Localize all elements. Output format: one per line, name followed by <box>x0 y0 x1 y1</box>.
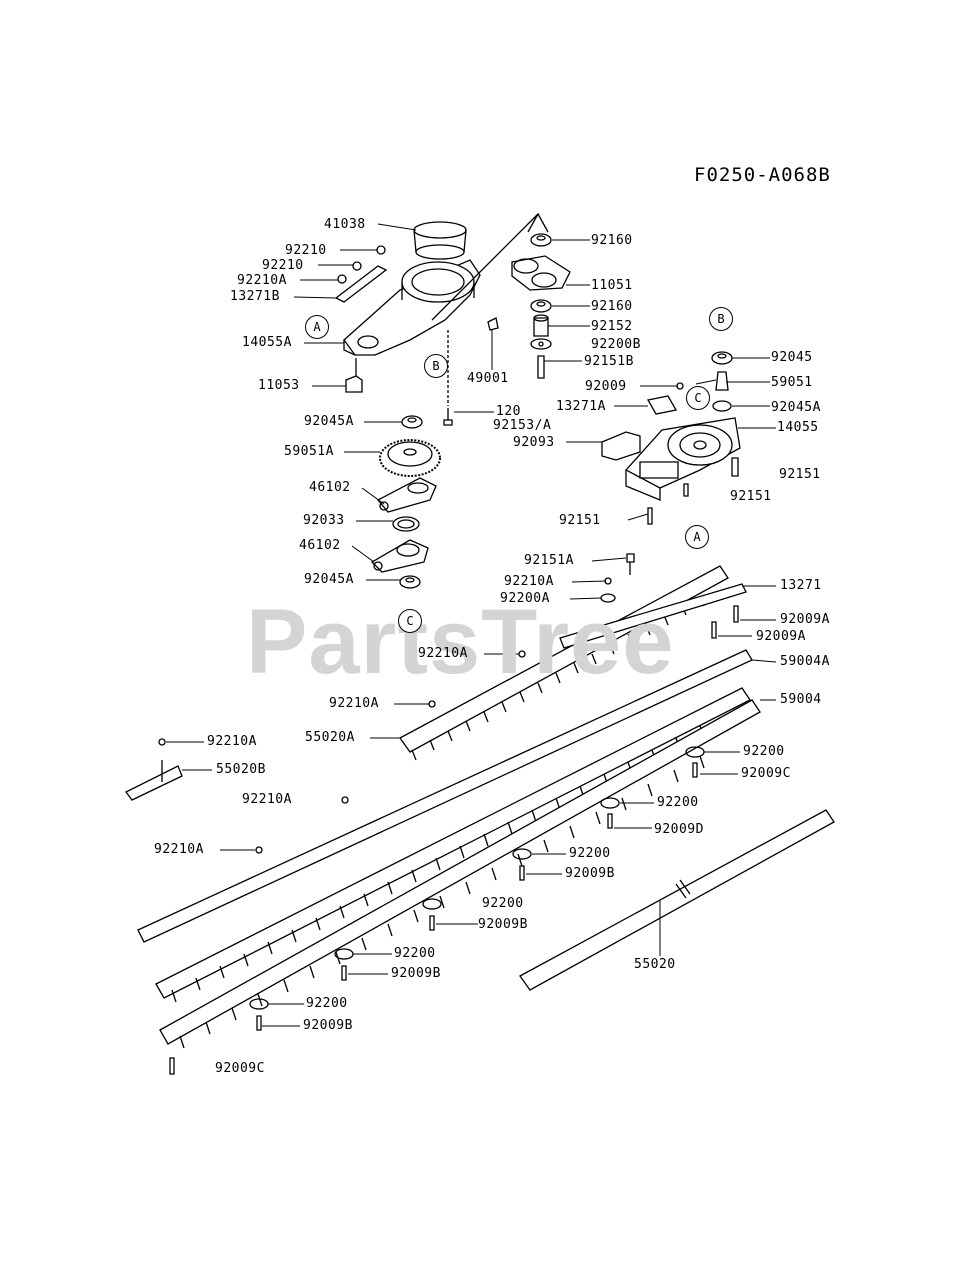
label-92160-1: 92160 <box>591 233 633 248</box>
label-92210A-1: 92210A <box>237 273 287 288</box>
label-11051: 11051 <box>591 278 633 293</box>
plate-13271B <box>334 265 388 303</box>
gear-59051A <box>379 439 441 477</box>
label-92210A-7: 92210A <box>154 842 204 857</box>
label-92200A: 92200A <box>500 591 550 606</box>
label-92151A: 92151A <box>524 553 574 568</box>
label-92160-2: 92160 <box>591 299 633 314</box>
label-92151-m: 92151 <box>559 513 601 528</box>
label-92151-r: 92151 <box>779 467 821 482</box>
cup-41038 <box>413 221 467 260</box>
label-92210A-5: 92210A <box>207 734 257 749</box>
blade-59004 <box>159 699 761 1049</box>
label-92151-r2: 92151 <box>730 489 772 504</box>
housing-11051 <box>511 255 571 291</box>
arm-46102-1 <box>376 477 437 513</box>
ref-a-circle: A <box>305 315 329 339</box>
label-14055: 14055 <box>777 420 819 435</box>
label-92033: 92033 <box>303 513 345 528</box>
label-92045A-2: 92045A <box>304 572 354 587</box>
label-92009A-1: 92009A <box>780 612 830 627</box>
label-92210A-3: 92210A <box>418 646 468 661</box>
label-13271: 13271 <box>780 578 822 593</box>
watermark: PartsTree <box>246 591 675 693</box>
label-92200-4: 92200 <box>482 896 524 911</box>
label-92152: 92152 <box>591 319 633 334</box>
label-92045A-r: 92045A <box>771 400 821 415</box>
label-46102-1: 46102 <box>309 480 351 495</box>
label-46102-2: 46102 <box>299 538 341 553</box>
label-59004A: 59004A <box>780 654 830 669</box>
ref-c-circle: C <box>686 386 710 410</box>
label-55020B: 55020B <box>216 762 266 777</box>
label-92009C-1: 92009C <box>741 766 791 781</box>
cover-55020 <box>519 809 835 991</box>
label-11053: 11053 <box>258 378 300 393</box>
label-92009C-2: 92009C <box>215 1061 265 1076</box>
label-92210-1: 92210 <box>285 243 327 258</box>
bracket-55020B <box>125 765 183 801</box>
label-92200-5: 92200 <box>394 946 436 961</box>
diagram-code: F0250-A068B <box>694 164 831 186</box>
label-41038: 41038 <box>324 217 366 232</box>
label-59051A: 59051A <box>284 444 334 459</box>
label-92210A-6: 92210A <box>242 792 292 807</box>
label-92200-2: 92200 <box>657 795 699 810</box>
ref-b-circle-2: B <box>709 307 733 331</box>
label-92045: 92045 <box>771 350 813 365</box>
label-55020A: 55020A <box>305 730 355 745</box>
clip-11053 <box>345 375 363 393</box>
label-92151B: 92151B <box>584 354 634 369</box>
label-92009B-4: 92009B <box>303 1018 353 1033</box>
label-92009B-2: 92009B <box>478 917 528 932</box>
label-92210-2: 92210 <box>262 258 304 273</box>
label-92200-6: 92200 <box>306 996 348 1011</box>
gear-case-14055A <box>343 259 481 356</box>
label-120: 120 <box>496 404 521 419</box>
label-92009B-1: 92009B <box>565 866 615 881</box>
label-92045A-1: 92045A <box>304 414 354 429</box>
label-92009D: 92009D <box>654 822 704 837</box>
label-92210A-2: 92210A <box>504 574 554 589</box>
label-92009A-2: 92009A <box>756 629 806 644</box>
label-92200-3: 92200 <box>569 846 611 861</box>
block-92093 <box>601 431 641 461</box>
ref-a-circle-2: A <box>685 525 709 549</box>
label-55020: 55020 <box>634 957 676 972</box>
label-14055A: 14055A <box>242 335 292 350</box>
label-49001: 49001 <box>467 371 509 386</box>
label-92200B: 92200B <box>591 337 641 352</box>
label-59051: 59051 <box>771 375 813 390</box>
label-92210A-4: 92210A <box>329 696 379 711</box>
label-92009: 92009 <box>585 379 627 394</box>
label-92200-1: 92200 <box>743 744 785 759</box>
label-92009B-3: 92009B <box>391 966 441 981</box>
label-13271A: 13271A <box>556 399 606 414</box>
label-92093: 92093 <box>513 435 555 450</box>
label-59004: 59004 <box>780 692 822 707</box>
ref-b-circle: B <box>424 354 448 378</box>
arm-46102-2 <box>370 539 429 573</box>
gear-box-14055 <box>624 417 741 501</box>
ref-c-circle-2: C <box>398 609 422 633</box>
label-92153A: 92153/A <box>493 418 552 433</box>
blade-middle <box>155 687 751 1003</box>
label-13271B: 13271B <box>230 289 280 304</box>
